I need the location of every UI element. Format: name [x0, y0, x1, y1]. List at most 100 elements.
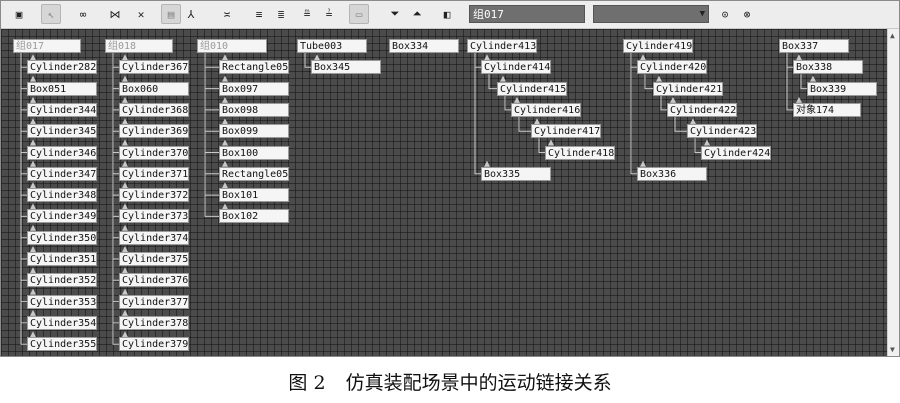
- schematic-node-c372[interactable]: Cylinder372: [119, 188, 189, 203]
- schematic-node-c347[interactable]: Cylinder347: [27, 166, 97, 181]
- schematic-node-b097[interactable]: Box097: [219, 81, 289, 96]
- collapse-button[interactable]: ≍: [217, 4, 237, 24]
- schematic-node-b339[interactable]: Box339: [807, 81, 877, 96]
- schematic-node-c374[interactable]: Cylinder374: [119, 230, 189, 245]
- schematic-node-c416[interactable]: Cylinder416: [511, 102, 581, 117]
- schematic-node-c415[interactable]: Cylinder415: [497, 81, 567, 96]
- link-arrow-icon: [122, 75, 128, 82]
- schematic-node-b337[interactable]: Box337: [779, 39, 849, 53]
- schematic-node-c371[interactable]: Cylinder371: [119, 166, 189, 181]
- schematic-node-c417[interactable]: Cylinder417: [531, 124, 601, 139]
- schematic-node-c377[interactable]: Cylinder377: [119, 294, 189, 309]
- select-object-icon: ▣: [15, 7, 23, 21]
- schematic-node-c422[interactable]: Cylinder422: [667, 102, 737, 117]
- schematic-node-c370[interactable]: Cylinder370: [119, 145, 189, 160]
- schematic-node-c414[interactable]: Cylinder414: [481, 60, 551, 75]
- schematic-node-c353[interactable]: Cylinder353: [27, 294, 97, 309]
- schematic-node-c418[interactable]: Cylinder418: [545, 145, 615, 160]
- schematic-node-b338[interactable]: Box338: [793, 60, 863, 75]
- align-center-button[interactable]: ≣: [271, 4, 291, 24]
- schematic-node-c379[interactable]: Cylinder379: [119, 337, 189, 352]
- select-object-button[interactable]: ▣: [9, 4, 29, 24]
- schematic-node-b336[interactable]: Box336: [637, 166, 707, 181]
- link-line: [474, 53, 481, 175]
- hierarchy-mode-button[interactable]: ▤: [161, 4, 181, 24]
- schematic-node-c345[interactable]: Cylinder345: [27, 124, 97, 139]
- link-arrow-icon: [30, 267, 36, 274]
- move-up-button[interactable]: ⏶: [407, 4, 427, 24]
- schematic-node-c354[interactable]: Cylinder354: [27, 315, 97, 330]
- link-arrow-icon: [514, 96, 520, 103]
- schematic-node-b345[interactable]: Box345: [311, 60, 381, 75]
- link-arrow-icon: [222, 118, 228, 125]
- link-line: [204, 53, 219, 68]
- link-arrow-icon: [30, 96, 36, 103]
- schematic-node-c423[interactable]: Cylinder423: [687, 124, 757, 139]
- schematic-node-b102[interactable]: Box102: [219, 209, 289, 224]
- align-center-icon: ≣: [277, 7, 285, 21]
- chevron-down-icon[interactable]: ▼: [699, 9, 705, 19]
- arrange-children-button[interactable]: ≞: [297, 4, 317, 24]
- schematic-node-c369[interactable]: Cylinder369: [119, 124, 189, 139]
- schematic-node-c348[interactable]: Cylinder348: [27, 188, 97, 203]
- schematic-node-r052[interactable]: Rectangle052: [219, 60, 289, 75]
- schematic-node-c376[interactable]: Cylinder376: [119, 273, 189, 288]
- scroll-up-icon[interactable]: ▲: [890, 31, 895, 40]
- schematic-node-c373[interactable]: Cylinder373: [119, 209, 189, 224]
- scroll-down-icon[interactable]: ▼: [890, 345, 895, 354]
- vertical-scrollbar[interactable]: ▲ ▼: [887, 29, 899, 356]
- schematic-node-c346[interactable]: Cylinder346: [27, 145, 97, 160]
- schematic-node-g018[interactable]: 组018: [105, 39, 173, 53]
- properties-button[interactable]: ▭: [349, 4, 369, 24]
- schematic-node-c378[interactable]: Cylinder378: [119, 315, 189, 330]
- schematic-node-o174[interactable]: 对象174: [793, 102, 861, 117]
- close-view-button[interactable]: ⊗: [737, 4, 757, 24]
- schematic-node-b099[interactable]: Box099: [219, 124, 289, 139]
- link-arrow-icon: [640, 54, 646, 61]
- schematic-node-b100[interactable]: Box100: [219, 145, 289, 160]
- schematic-node-c375[interactable]: Cylinder375: [119, 252, 189, 266]
- schematic-node-c368[interactable]: Cylinder368: [119, 102, 189, 117]
- delete-button[interactable]: ✕: [131, 4, 151, 24]
- schematic-node-b060[interactable]: Box060: [119, 81, 189, 96]
- schematic-node-b101[interactable]: Box101: [219, 188, 289, 203]
- display-floater-button[interactable]: ◧: [437, 4, 457, 24]
- schematic-node-c413[interactable]: Cylinder413: [467, 39, 537, 53]
- unlink-icon: ⋈: [109, 7, 121, 21]
- unlink-button[interactable]: ⋈: [105, 4, 125, 24]
- schematic-node-b335[interactable]: Box335: [481, 166, 551, 181]
- schematic-node-c424[interactable]: Cylinder424: [701, 145, 771, 160]
- schematic-node-c419[interactable]: Cylinder419: [623, 39, 693, 53]
- schematic-node-g017[interactable]: 组017: [13, 39, 81, 53]
- schematic-node-b098[interactable]: Box098: [219, 102, 289, 117]
- schematic-node-c349[interactable]: Cylinder349: [27, 209, 97, 224]
- schematic-node-r053[interactable]: Rectangle053: [219, 166, 289, 181]
- schematic-node-c350[interactable]: Cylinder350: [27, 230, 97, 245]
- display-combo[interactable]: ▼: [593, 5, 709, 23]
- arrange-all-button[interactable]: ≟: [319, 4, 339, 24]
- link-arrow-icon: [500, 75, 506, 82]
- link-line: [112, 53, 119, 345]
- link-arrow-icon: [122, 160, 128, 167]
- schematic-node-c367[interactable]: Cylinder367: [119, 60, 189, 75]
- schematic-node-c351[interactable]: Cylinder351: [27, 252, 97, 266]
- bone-button[interactable]: ⅄: [181, 4, 201, 24]
- zoom-extents-button[interactable]: ⊙: [715, 4, 735, 24]
- schematic-node-b051[interactable]: Box051: [27, 81, 97, 96]
- schematic-node-b334[interactable]: Box334: [389, 39, 459, 53]
- schematic-node-c352[interactable]: Cylinder352: [27, 273, 97, 288]
- selected-name-field[interactable]: 组017: [469, 5, 585, 23]
- align-left-button[interactable]: ≡: [249, 4, 269, 24]
- schematic-node-c420[interactable]: Cylinder420: [637, 60, 707, 75]
- link-arrow-icon: [30, 203, 36, 210]
- schematic-node-c355[interactable]: Cylinder355: [27, 337, 97, 352]
- schematic-node-c421[interactable]: Cylinder421: [653, 81, 723, 96]
- select-by-name-button[interactable]: ↖: [41, 4, 61, 24]
- move-down-button[interactable]: ⏷: [385, 4, 405, 24]
- schematic-node-c282[interactable]: Cylinder282: [27, 60, 97, 75]
- schematic-node-t003[interactable]: Tube003: [297, 39, 367, 53]
- schematic-node-c344[interactable]: Cylinder344: [27, 102, 97, 117]
- schematic-node-g010[interactable]: 组010: [197, 39, 267, 53]
- link-button[interactable]: ∞: [73, 4, 93, 24]
